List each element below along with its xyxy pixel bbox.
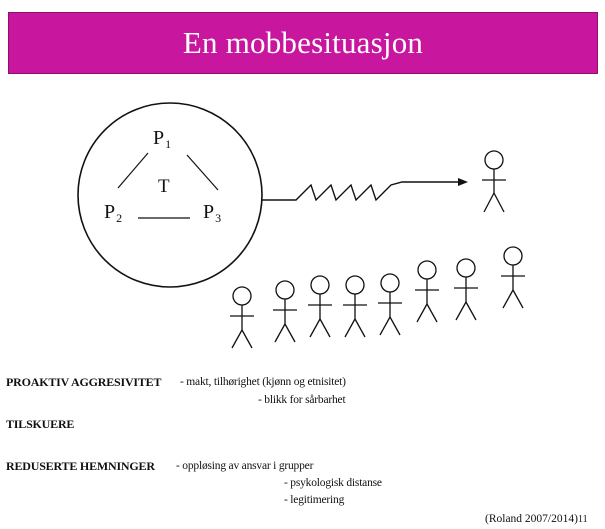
group-circle <box>77 102 263 288</box>
triangle-right-line <box>186 154 219 191</box>
victim-figure <box>482 150 506 213</box>
p3-label: P3 <box>203 201 221 225</box>
bystander-figure <box>415 260 439 323</box>
bystander-figure <box>454 258 478 321</box>
bystander-figure <box>378 273 402 336</box>
bystander-figure <box>230 286 254 349</box>
proaktiv-line-2: - blikk for sårbarhet <box>258 394 346 406</box>
citation: (Roland 2007/2014)11 <box>485 513 588 525</box>
arrow-head-icon <box>458 178 468 186</box>
reduserte-line-2: - psykologisk distanse <box>284 477 382 489</box>
page-number: 11 <box>577 514 588 525</box>
reduserte-line-3: - legitimering <box>284 494 345 506</box>
bystander-figure <box>273 280 297 343</box>
reduserte-label: REDUSERTE HEMNINGER <box>6 459 155 473</box>
aggression-zigzag-line <box>262 181 460 202</box>
bystander-figure <box>343 275 367 338</box>
bystander-figure <box>308 275 332 338</box>
p1-label: P1 <box>153 127 171 151</box>
bystander-figure <box>501 246 525 309</box>
title-banner: En mobbesituasjon <box>8 12 598 74</box>
proaktiv-label: PROAKTIV AGGRESIVITET <box>6 375 162 389</box>
reduserte-line-1: - oppløsing av ansvar i grupper <box>176 460 314 472</box>
bystander-group <box>230 246 525 349</box>
p2-label: P2 <box>104 201 122 225</box>
triangle-left-line <box>117 152 149 189</box>
citation-text: (Roland 2007/2014) <box>485 513 578 525</box>
tilskuere-label: TILSKUERE <box>6 417 75 431</box>
proaktiv-line-1: - makt, tilhørighet (kjønn og etnisitet) <box>180 376 346 388</box>
slide-title: En mobbesituasjon <box>182 25 424 60</box>
t-label: T <box>158 176 170 197</box>
